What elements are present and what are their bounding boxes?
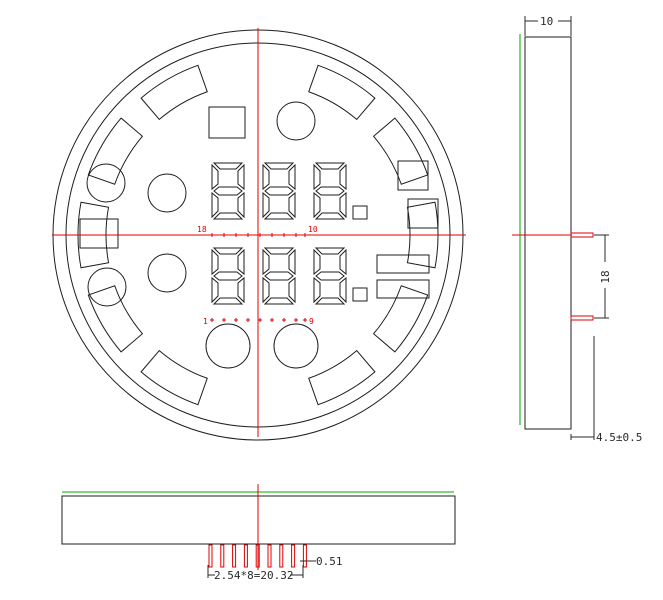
bar-indicator-icon <box>376 279 430 299</box>
round-indicator-icon <box>205 323 251 369</box>
arc-segment-icon <box>140 64 208 121</box>
front-view: 18 10 1 9 <box>52 28 466 441</box>
seven-segment-digit-icon <box>313 162 347 220</box>
pin-length-label: 4.5±0.5 <box>596 431 642 444</box>
bottom-pins <box>208 544 307 568</box>
side-view: 10 18 4.5±0.5 <box>512 15 642 444</box>
seven-segment-digit-icon <box>262 247 296 305</box>
bottom-pin <box>302 544 307 568</box>
bottom-pin <box>232 544 237 568</box>
bottom-pin <box>279 544 284 568</box>
square-indicator-icon <box>79 218 119 249</box>
pin-label-10: 10 <box>308 225 318 234</box>
arc-segment-icon <box>308 64 376 121</box>
bottom-pin <box>208 544 213 568</box>
round-indicator-icon <box>147 253 187 293</box>
arc-segment-icon <box>87 285 144 353</box>
arc-segment-icon <box>87 117 144 185</box>
decimal-point-icon <box>352 205 368 220</box>
bar-indicator-icon <box>376 254 430 274</box>
arc-segment-icon <box>372 285 429 353</box>
round-indicator-icon <box>147 173 187 213</box>
square-indicator-icon <box>397 160 429 191</box>
round-indicator-icon <box>86 163 126 203</box>
side-width-label: 10 <box>540 15 553 28</box>
square-indicator-icon <box>407 198 439 229</box>
side-body <box>524 36 572 430</box>
round-indicator-icon <box>276 101 316 141</box>
side-pin-bottom <box>570 315 594 321</box>
bottom-pin <box>291 544 296 568</box>
bottom-pin <box>255 544 260 568</box>
pin-label-9: 9 <box>309 317 314 326</box>
bottom-pin <box>220 544 225 568</box>
arc-segment-icon <box>308 349 376 406</box>
seven-segment-digit-icon <box>313 247 347 305</box>
round-indicator-icon <box>87 267 127 307</box>
bottom-view: 2.54*8=20.32 0.51 <box>61 484 456 582</box>
seven-segment-digit-icon <box>211 247 245 305</box>
square-indicator-icon <box>208 106 246 139</box>
side-pin-top <box>570 232 594 238</box>
pin-label-1: 1 <box>203 317 208 326</box>
pin-markers-row2 <box>210 318 307 322</box>
bottom-pin <box>267 544 272 568</box>
seven-segment-digit-icon <box>262 162 296 220</box>
decimal-point-icon <box>352 287 368 302</box>
arc-segment-icon <box>140 349 208 406</box>
arc-segment-icon <box>372 117 429 185</box>
arc-segments <box>77 64 439 406</box>
seven-segment-digit-icon <box>211 162 245 220</box>
pin-width-label: 0.51 <box>316 555 343 568</box>
bottom-pin <box>243 544 248 568</box>
pin-label-18: 18 <box>197 225 207 234</box>
pin-spacing-label: 18 <box>599 270 612 283</box>
pin-pitch-label: 2.54*8=20.32 <box>214 569 293 582</box>
round-indicator-icon <box>273 323 319 369</box>
arc-segment-icon <box>77 201 110 269</box>
pin-markers-row1 <box>210 233 307 237</box>
